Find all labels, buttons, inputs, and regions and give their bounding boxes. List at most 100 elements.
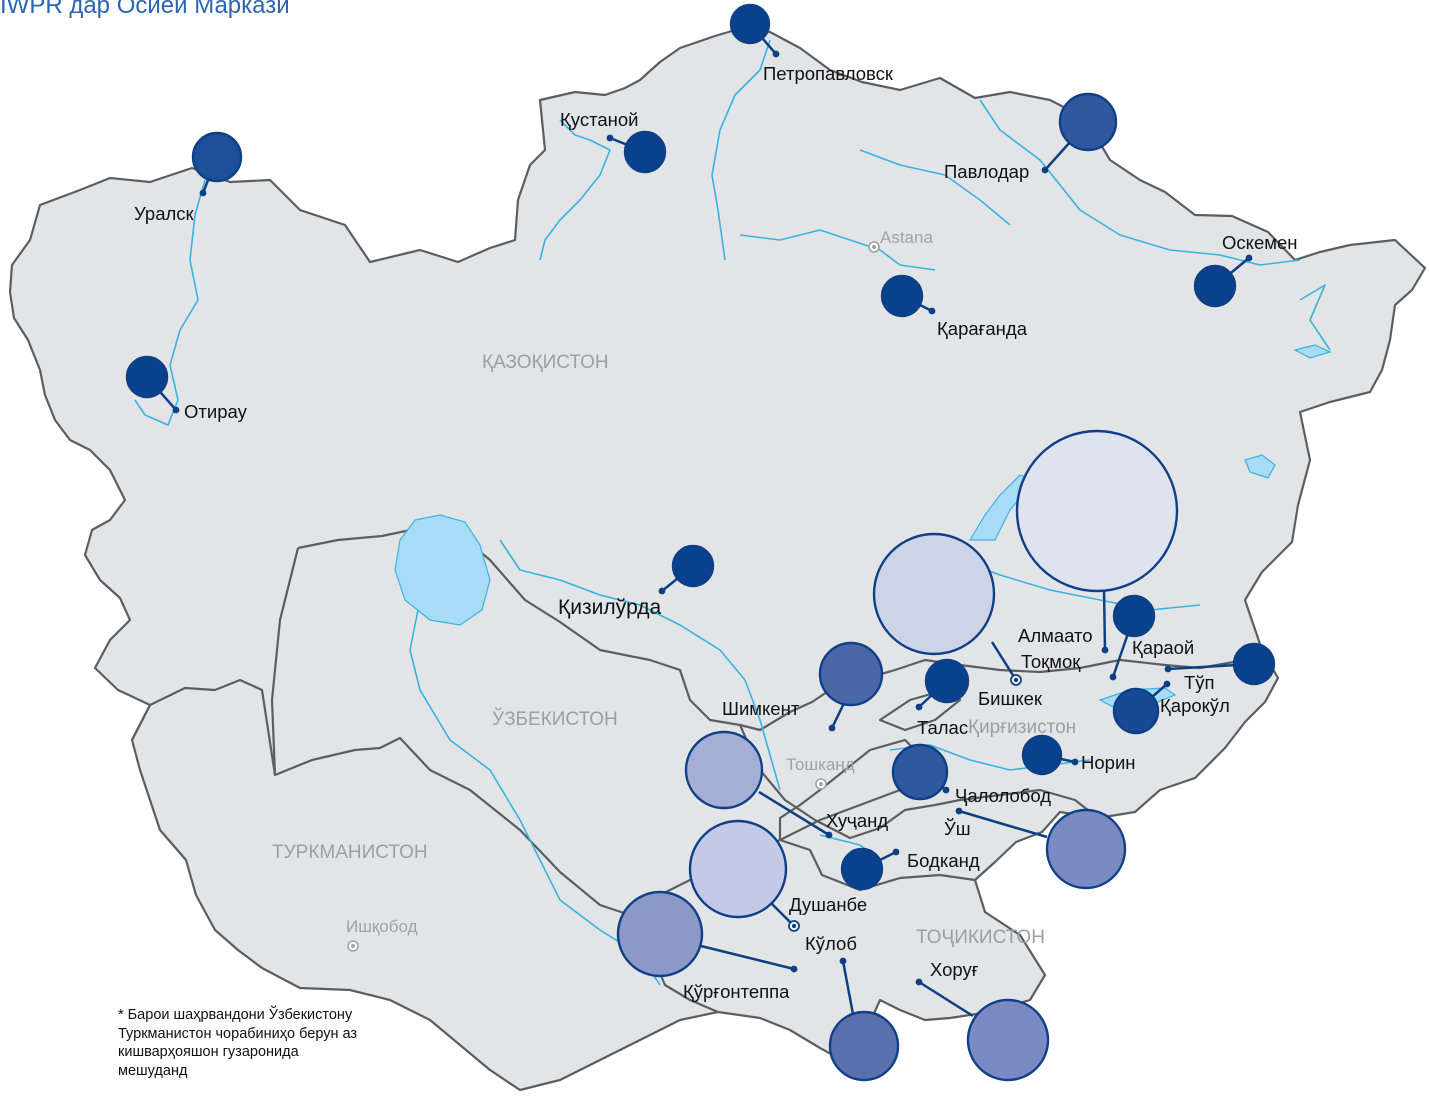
capital-label: Ишқобод <box>346 917 418 936</box>
city-label: Хоруғ <box>930 959 979 980</box>
city-marker-circle <box>966 998 1050 1082</box>
city-pin <box>955 807 963 815</box>
city-label: Қарағанда <box>937 318 1028 339</box>
capital-marker-core <box>1013 677 1019 683</box>
border-kg-inner <box>878 688 962 732</box>
lake-zaysan <box>1293 344 1332 359</box>
city-dushanbe: Душанбе <box>688 819 867 932</box>
city-pin <box>828 724 836 732</box>
river-sarysu <box>859 149 1011 226</box>
city-atyrau: Отирау <box>125 355 248 422</box>
city-karaganda: Қарағанда <box>880 274 1028 339</box>
city-jalalabad: Ҷалолобод <box>891 743 1051 806</box>
city-label: Душанбе <box>789 894 867 915</box>
leader-line <box>1102 588 1107 651</box>
river-amudarya <box>409 599 661 986</box>
lake-alakol <box>1244 454 1276 479</box>
country-label-uz: ЎЗБЕКИСТОН <box>492 708 618 730</box>
city-label: Павлодар <box>944 161 1029 182</box>
city-khorog: Хоруғ <box>915 959 1050 1082</box>
city-karaoy: Қараой <box>1109 594 1194 681</box>
city-label: Шимкент <box>722 698 800 719</box>
city-marker-circle <box>1112 687 1160 735</box>
city-label: Оскемен <box>1222 232 1297 253</box>
city-almaty: Алмаато <box>1015 429 1179 654</box>
city-pin <box>915 703 923 711</box>
capital-marker-core <box>872 245 876 249</box>
city-marker-circle <box>1193 264 1237 308</box>
city-label: Алмаато <box>1018 625 1093 646</box>
city-label: Хуҷанд <box>826 810 888 831</box>
country-label-kz: ҚАЗОҚИСТОН <box>482 352 609 373</box>
city-pin <box>658 587 666 595</box>
river-irtysh <box>979 99 1301 266</box>
city-label: Тўп <box>1184 672 1215 693</box>
city-pin <box>928 307 936 315</box>
city-label: Уралск <box>134 203 195 224</box>
leader-line <box>958 809 1048 839</box>
city-label: Норин <box>1081 752 1136 773</box>
city-kulob: Кўлоб <box>805 933 900 1082</box>
city-pin <box>839 957 847 965</box>
city-marker-circle <box>1021 734 1063 776</box>
country-label-tj: ТОҶИКИСТОН <box>916 927 1045 948</box>
leader-line <box>918 980 974 1018</box>
capital-marker-core <box>819 782 823 786</box>
city-tyup: Тўп <box>1164 642 1276 693</box>
city-marker-circle <box>872 532 996 656</box>
capital-marker-core <box>791 923 797 929</box>
city-marker-circle <box>1058 92 1118 152</box>
city-pin <box>942 786 950 794</box>
river-ural <box>134 179 206 426</box>
city-marker-circle <box>191 131 243 183</box>
city-karakol: Қарокўл <box>1112 680 1230 735</box>
border-uz-kg <box>738 724 1099 840</box>
city-marker-circle <box>1112 594 1156 638</box>
city-label: Бодканд <box>907 850 980 871</box>
city-pin <box>790 965 798 973</box>
river-syrdarya <box>499 539 781 791</box>
city-pin <box>825 831 833 839</box>
border-tm-uz <box>270 547 631 917</box>
city-kurgonteppa: Қўрғонтеппа <box>616 890 798 1002</box>
city-marker-circle <box>880 274 924 318</box>
city-shymkent: Шимкент <box>722 641 884 732</box>
capital-astana: Astana <box>868 228 933 253</box>
city-tokmok: Тоқмоқ <box>872 532 1081 686</box>
city-pin <box>915 978 923 986</box>
city-naryn: Норин <box>1021 734 1136 776</box>
city-marker-circle <box>1015 429 1179 593</box>
border-tm-uz-west <box>131 678 277 776</box>
city-osh: Ўш <box>944 807 1127 890</box>
city-pin <box>1071 758 1079 766</box>
river-ili <box>959 559 1201 611</box>
border-tj-north <box>629 838 976 916</box>
city-marker-circle <box>684 730 764 810</box>
city-marker-circle <box>840 847 884 891</box>
city-pin <box>1109 673 1117 681</box>
city-label: Бишкек <box>978 688 1043 709</box>
city-marker-circle <box>616 890 704 978</box>
city-bishkek: Бишкек <box>915 658 1043 711</box>
city-marker-circle <box>818 641 884 707</box>
border-fergana <box>778 738 932 842</box>
land-mass <box>8 26 1427 1092</box>
city-label: Қизилўрда <box>558 596 662 619</box>
city-pin <box>1164 665 1172 673</box>
city-marker-circle <box>671 544 715 588</box>
city-pin <box>1101 646 1109 654</box>
city-label: Ҷалолобод <box>955 785 1051 806</box>
leader-line <box>990 641 1018 681</box>
lake-aral <box>394 514 491 626</box>
city-label: Ўш <box>944 818 971 839</box>
city-uralsk: Уралск <box>134 131 243 224</box>
city-pin <box>892 848 900 856</box>
city-marker-circle <box>623 130 667 174</box>
city-marker-circle <box>924 658 970 704</box>
city-label: Тоқмоқ <box>1021 651 1081 672</box>
city-pin <box>172 406 180 414</box>
city-batken: Бодканд <box>840 847 980 891</box>
city-label: Қўрғонтеппа <box>683 981 790 1002</box>
city-marker-circle <box>729 3 771 45</box>
